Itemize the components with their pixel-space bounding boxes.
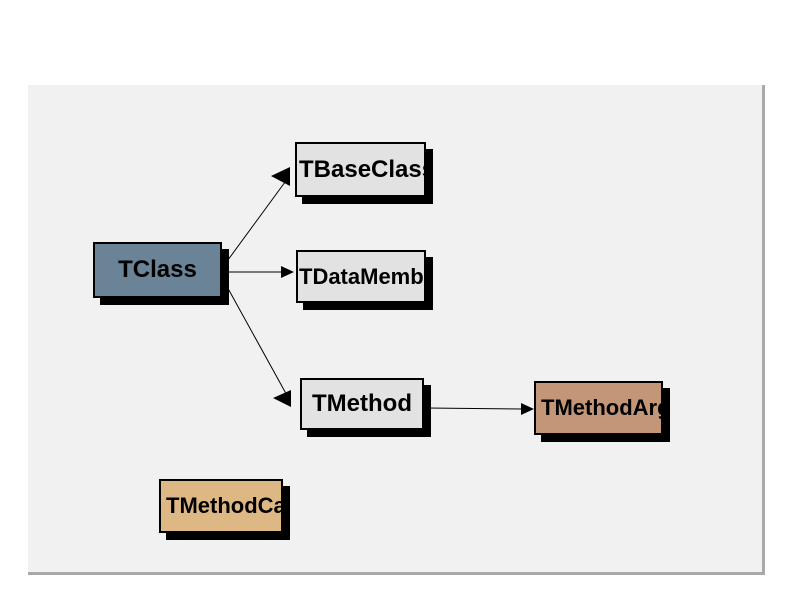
class-node-tmethod[interactable]: TMethod xyxy=(300,378,424,430)
class-node-tclass-label: TClass xyxy=(118,256,197,283)
class-node-tmethod-label: TMethod xyxy=(312,390,412,417)
class-node-tmethodcall-label: TMethodCall xyxy=(166,493,281,518)
class-node-tclass[interactable]: TClass xyxy=(93,242,222,298)
class-node-tmethodcall[interactable]: TMethodCall xyxy=(159,479,283,533)
class-node-tdatamember-label: TDataMember xyxy=(299,263,424,289)
class-node-tmethodarg-label: TMethodArg xyxy=(541,395,663,420)
class-node-tbaseclass[interactable]: TBaseClass xyxy=(295,142,426,197)
class-node-tbaseclass-label: TBaseClass xyxy=(299,155,426,183)
class-node-tmethodarg[interactable]: TMethodArg xyxy=(534,381,663,435)
class-node-tdatamember[interactable]: TDataMember xyxy=(296,250,426,303)
